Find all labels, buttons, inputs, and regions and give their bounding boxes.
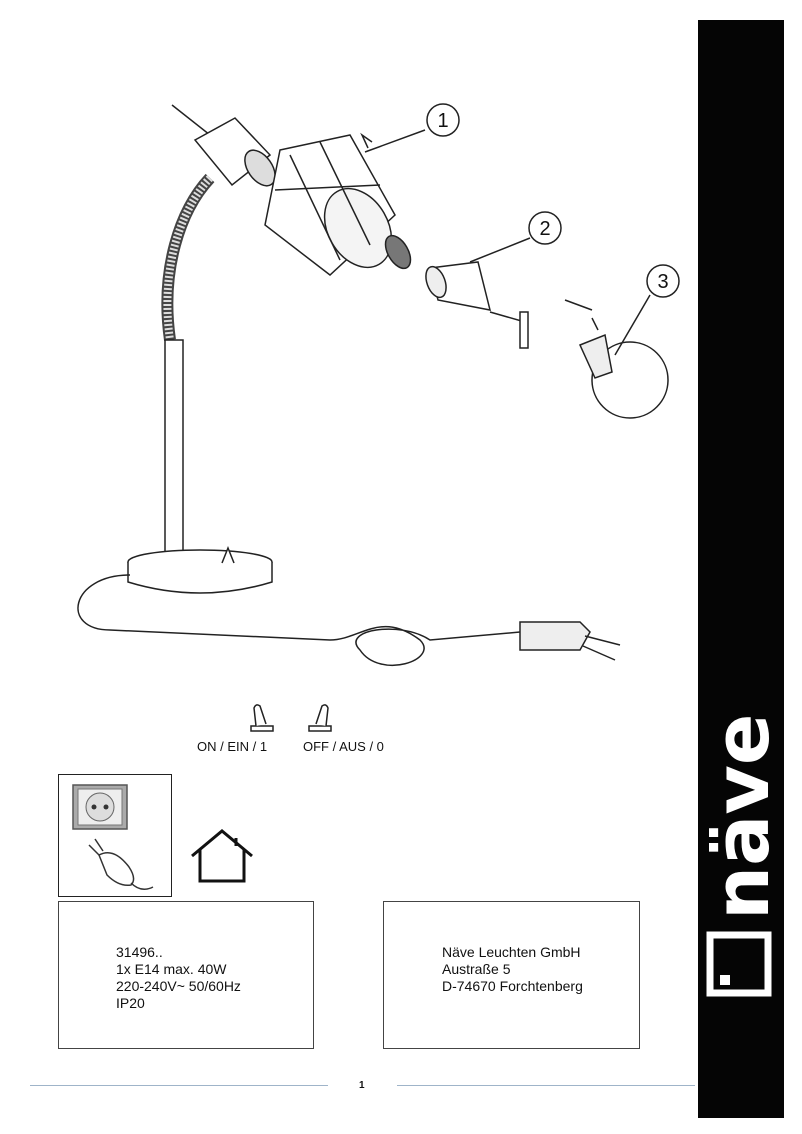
light-bulb <box>578 333 669 419</box>
callout-3: 3 <box>646 264 680 298</box>
naeve-logo: näve <box>698 714 784 997</box>
switch-on-icon <box>250 704 274 732</box>
manufacturer-line: Näve Leuchten GmbH <box>442 944 581 960</box>
power-cable <box>77 574 521 666</box>
socket-plug-box <box>58 774 172 897</box>
lamp-stem <box>164 339 184 556</box>
svg-text:2: 2 <box>539 218 550 240</box>
lamp-rod <box>171 104 211 136</box>
ring-nut <box>384 234 412 270</box>
plug <box>519 621 621 661</box>
spec-line: 220-240V~ 50/60Hz <box>116 978 241 994</box>
lamp-head-holder <box>193 117 276 187</box>
gooseneck <box>161 173 215 341</box>
lamp-shade <box>264 134 396 276</box>
switch-off-icon <box>308 704 332 732</box>
manufacturer-line: Austraße 5 <box>442 961 511 977</box>
page-number: 1 <box>359 1080 365 1091</box>
spec-line: 31496.. <box>116 944 163 960</box>
switch-off-label: OFF / AUS / 0 <box>303 739 384 754</box>
assembly-diagram: 1 2 3 <box>77 103 680 666</box>
house-icon <box>191 829 253 883</box>
wall-socket-icon <box>72 784 128 830</box>
spec-line: IP20 <box>116 995 145 1011</box>
footer-rule-left <box>30 1085 328 1086</box>
callout-leader <box>364 129 426 153</box>
svg-text:3: 3 <box>657 271 668 293</box>
callout-1: 1 <box>426 103 460 137</box>
switch-on-label: ON / EIN / 1 <box>197 739 268 754</box>
manufacturer-box: Näve Leuchten GmbH Austraße 5 D-74670 Fo… <box>383 901 640 1049</box>
manufacturer-line: D-74670 Forchtenberg <box>442 978 583 994</box>
spec-line: 1x E14 max. 40W <box>116 961 227 977</box>
callout-2: 2 <box>528 211 562 245</box>
footer-rule-right <box>397 1085 695 1086</box>
lamp-base <box>127 545 273 594</box>
spec-box: 31496.. 1x E14 max. 40W 220-240V~ 50/60H… <box>58 901 314 1049</box>
logo-text: näve <box>698 714 784 920</box>
svg-text:1: 1 <box>437 110 448 132</box>
lamp-socket <box>425 261 529 349</box>
plug-icon <box>88 838 154 890</box>
